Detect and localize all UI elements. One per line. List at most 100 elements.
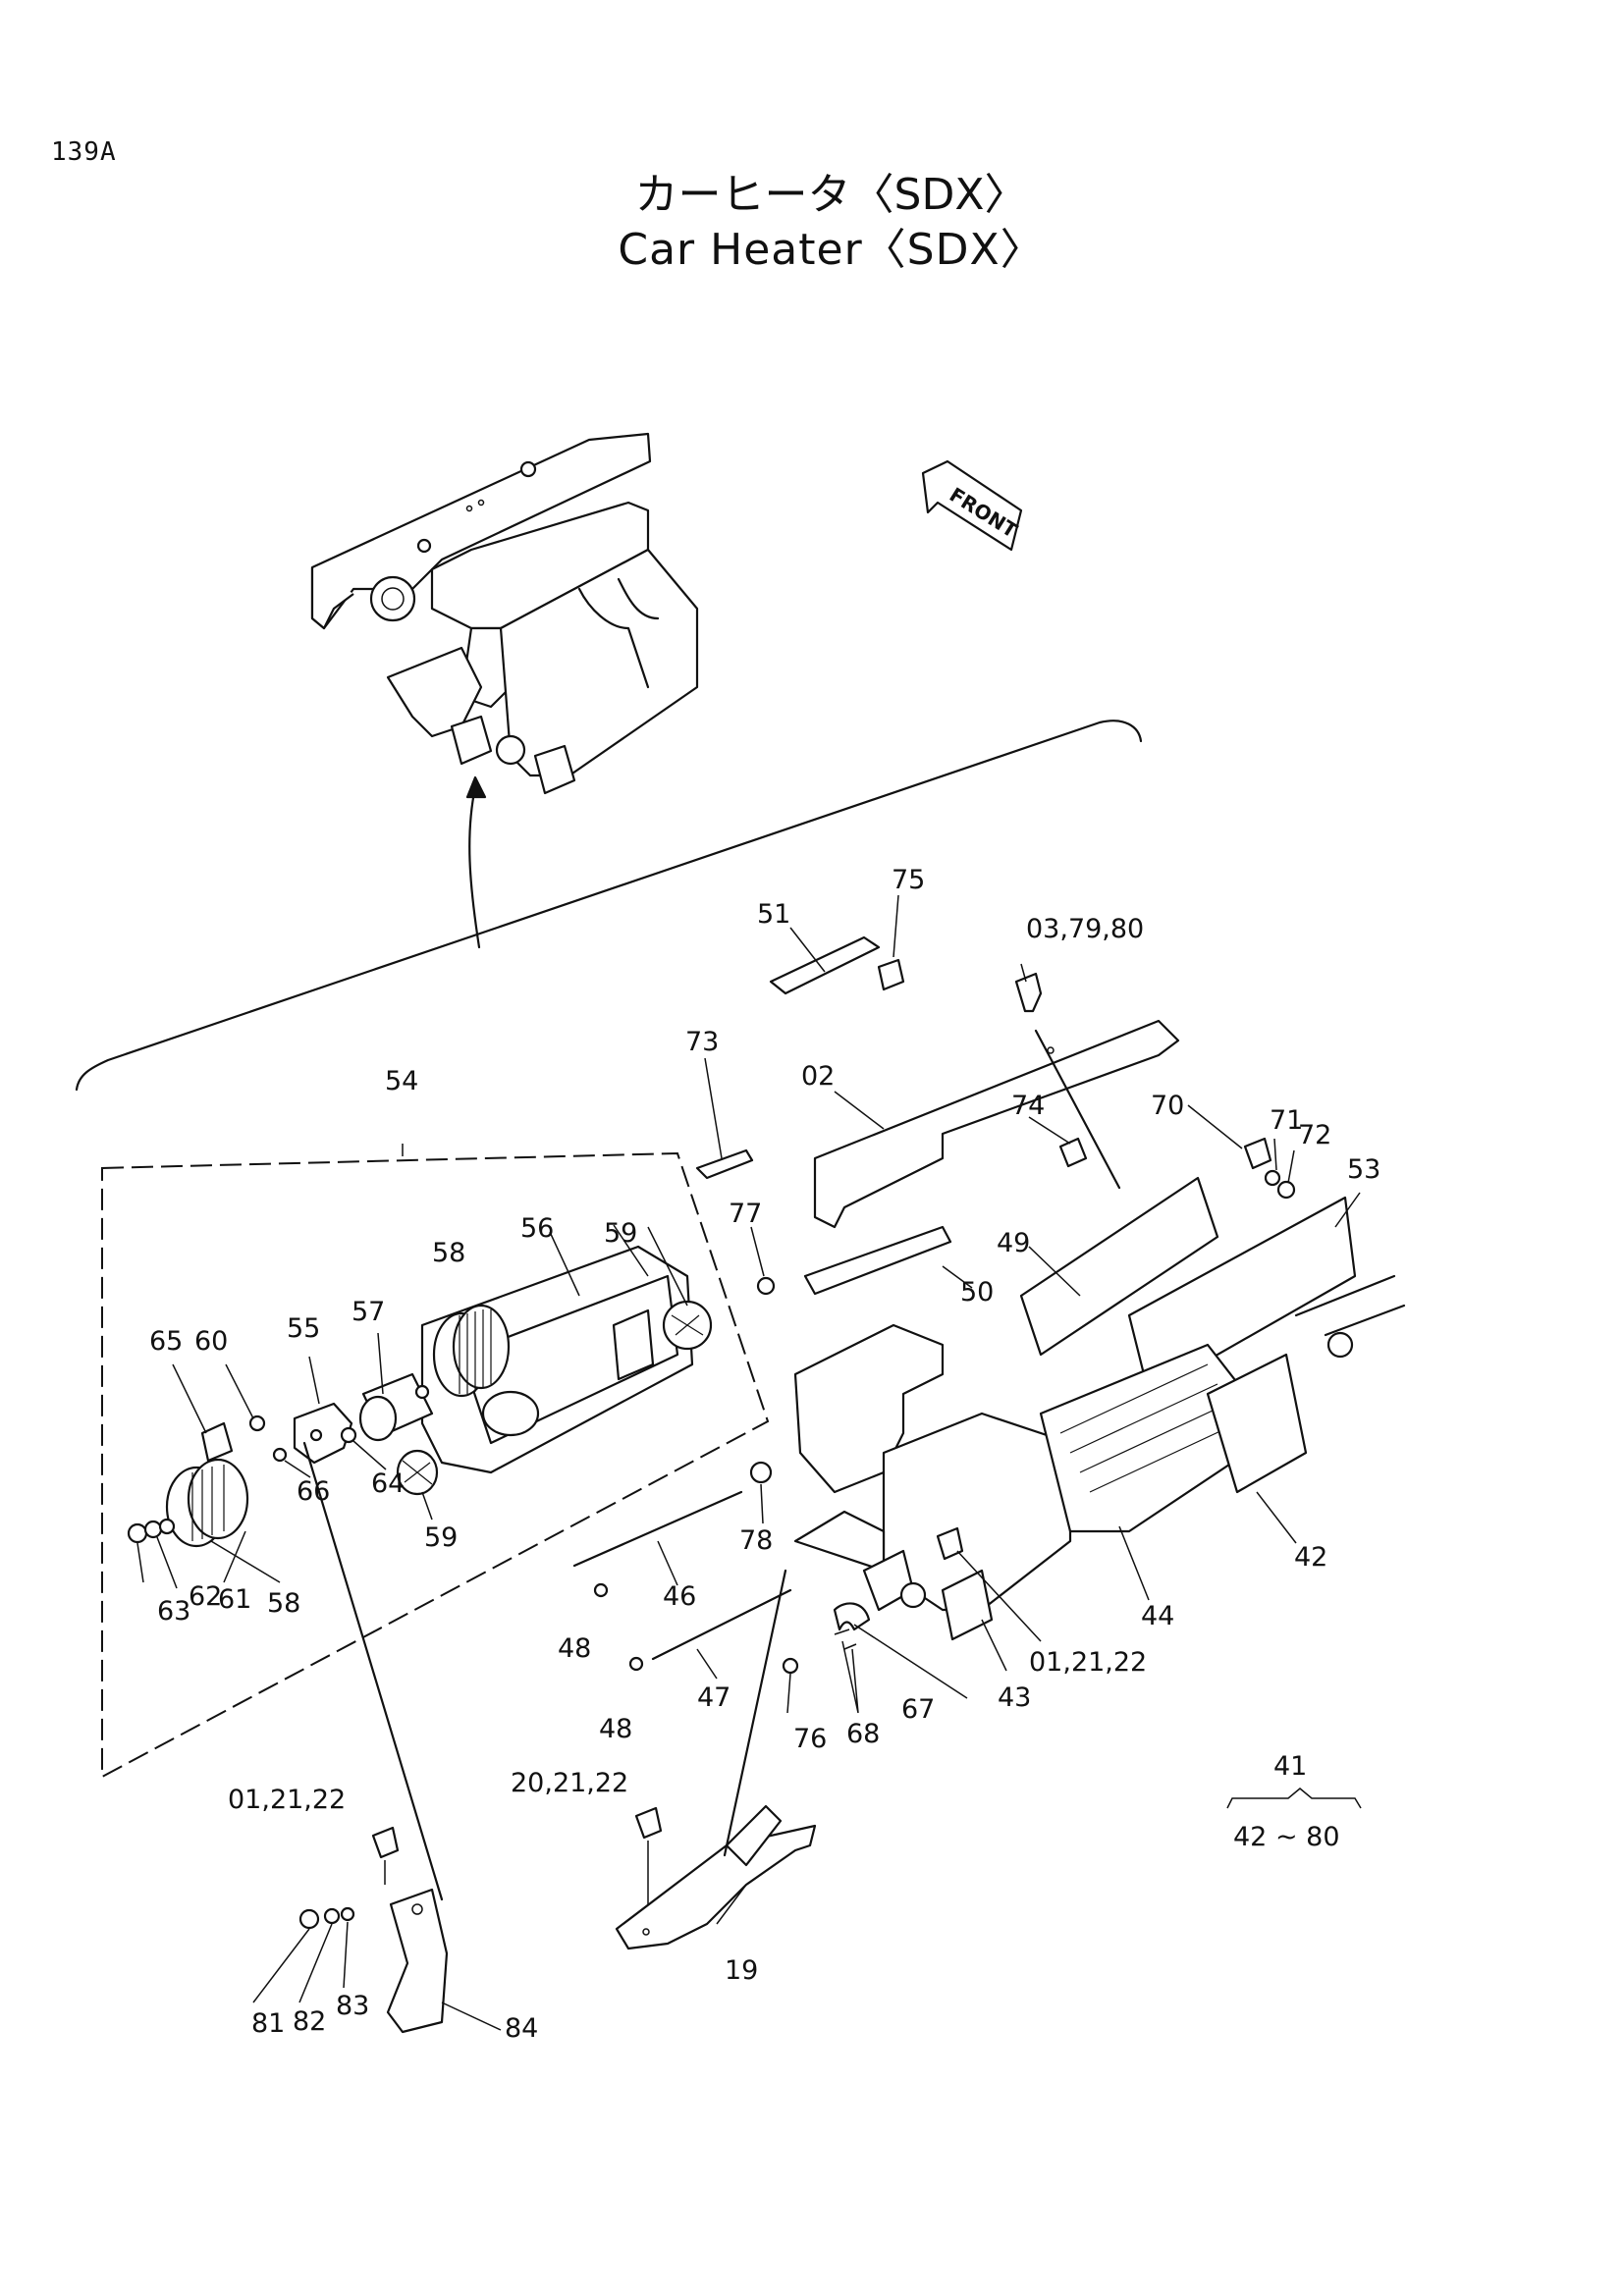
- callout-47: 47: [697, 1682, 730, 1713]
- callout-64: 64: [371, 1468, 405, 1499]
- blower-motor: [358, 1372, 434, 1442]
- callout-63: 63: [157, 1596, 190, 1627]
- callout-44: 44: [1141, 1601, 1174, 1631]
- clip-73: [695, 1148, 754, 1180]
- callout-59-upper: 59: [604, 1218, 637, 1249]
- bolt-20: [634, 1806, 663, 1840]
- callout-51: 51: [757, 899, 790, 930]
- subassembly-54-boundary: [101, 1151, 770, 1779]
- callout-48-upper: 48: [558, 1633, 591, 1664]
- washer-61: [158, 1518, 176, 1535]
- callout-60: 60: [194, 1326, 228, 1357]
- rod-47: [651, 1588, 792, 1661]
- washer-66: [272, 1447, 288, 1463]
- callout-19: 19: [725, 1955, 758, 1986]
- bolt-03: [1014, 972, 1043, 1013]
- callout-59-lower: 59: [424, 1522, 458, 1553]
- rod-46: [572, 1490, 743, 1568]
- page-code: 139A: [51, 137, 117, 167]
- callout-58-lower: 58: [267, 1588, 300, 1619]
- callout-73: 73: [685, 1027, 719, 1057]
- callout-03-79-80: 03,79,80: [1026, 914, 1144, 944]
- callout-58-upper: 58: [432, 1238, 465, 1268]
- installed-heater-view: [310, 432, 699, 795]
- cover-49: [1019, 1176, 1219, 1357]
- callout-43: 43: [998, 1682, 1031, 1713]
- screw-75: [877, 958, 905, 991]
- callout-76: 76: [793, 1724, 827, 1754]
- callout-02: 02: [801, 1061, 835, 1092]
- front-direction-arrow: FRONT: [921, 459, 1023, 552]
- bolt-01-upper: [936, 1526, 964, 1561]
- bolt-01-lower: [371, 1826, 400, 1859]
- title-japanese: カーヒータ〈SDX〉: [634, 170, 1028, 220]
- callout-56: 56: [520, 1213, 554, 1244]
- section-outline: [75, 720, 1143, 1092]
- clip-74: [1058, 1137, 1088, 1168]
- washer-62: [143, 1520, 163, 1539]
- pipe-lower: [1324, 1304, 1406, 1337]
- callout-55: 55: [287, 1313, 320, 1344]
- callout-74: 74: [1011, 1091, 1045, 1121]
- callout-72: 72: [1298, 1120, 1331, 1150]
- case-42: [1206, 1353, 1308, 1494]
- reference-arrowhead: [465, 775, 487, 799]
- collar-78: [749, 1461, 773, 1484]
- callout-83: 83: [336, 1991, 369, 2021]
- callout-53: 53: [1347, 1154, 1380, 1185]
- bracket-84: [386, 1888, 449, 2034]
- callout-leaders: [136, 894, 1362, 2031]
- bar-50: [803, 1225, 952, 1296]
- pipe-fitting: [1326, 1331, 1354, 1359]
- callout-75: 75: [892, 865, 925, 895]
- bolt-03-leader: [1034, 1029, 1121, 1190]
- bracket-84-leader: [302, 1441, 444, 1901]
- callout-50: 50: [960, 1277, 994, 1308]
- callout-65: 65: [149, 1326, 183, 1357]
- washer-72: [1276, 1180, 1296, 1200]
- screw-76: [782, 1657, 799, 1675]
- motor-bracket: [293, 1402, 353, 1465]
- callout-61: 61: [218, 1584, 251, 1615]
- callout-70: 70: [1151, 1091, 1184, 1121]
- bracket-19-leader: [723, 1569, 787, 1857]
- clip-67: [833, 1602, 871, 1631]
- callout-81: 81: [251, 2008, 285, 2039]
- callout-67: 67: [901, 1694, 935, 1725]
- callout-84: 84: [505, 2013, 538, 2044]
- heater-casing-43: [793, 1323, 1072, 1641]
- callout-42: 42: [1294, 1542, 1327, 1573]
- nut-63: [127, 1522, 148, 1544]
- callout-01-21-22-upper: 01,21,22: [1029, 1647, 1147, 1678]
- blower-fan-lower: [165, 1458, 249, 1548]
- blower-fan-upper: [432, 1304, 511, 1398]
- knob-48-lower: [628, 1656, 644, 1672]
- callout-41: 41: [1273, 1751, 1307, 1782]
- callout-42-to-80: 42 ~ 80: [1233, 1822, 1340, 1852]
- bracket-19: [615, 1804, 817, 1950]
- washer-82: [323, 1907, 341, 1925]
- cushion-65: [200, 1421, 234, 1463]
- washer-83: [340, 1906, 355, 1922]
- cover-02: [813, 1019, 1180, 1229]
- callout-71: 71: [1270, 1105, 1303, 1136]
- callout-48-lower: 48: [599, 1714, 632, 1744]
- clip-68: [834, 1629, 857, 1650]
- cap-59-lower-hatch: [402, 1460, 433, 1485]
- cover-53: [1127, 1196, 1357, 1396]
- callout-68: 68: [846, 1719, 880, 1749]
- washer-64: [340, 1426, 357, 1444]
- blower-housing: [420, 1245, 713, 1474]
- callout-82: 82: [293, 2006, 326, 2037]
- pipe-upper: [1294, 1274, 1396, 1317]
- title-english: Car Heater〈SDX〉: [618, 225, 1045, 275]
- callout-54: 54: [385, 1066, 418, 1096]
- callout-20-21-22: 20,21,22: [511, 1768, 628, 1798]
- screw-60: [248, 1415, 266, 1432]
- callout-46: 46: [663, 1581, 696, 1612]
- title-block: カーヒータ〈SDX〉 Car Heater〈SDX〉: [0, 169, 1623, 279]
- screw-77: [756, 1276, 776, 1296]
- callout-49: 49: [997, 1228, 1030, 1258]
- callout-62: 62: [189, 1581, 222, 1612]
